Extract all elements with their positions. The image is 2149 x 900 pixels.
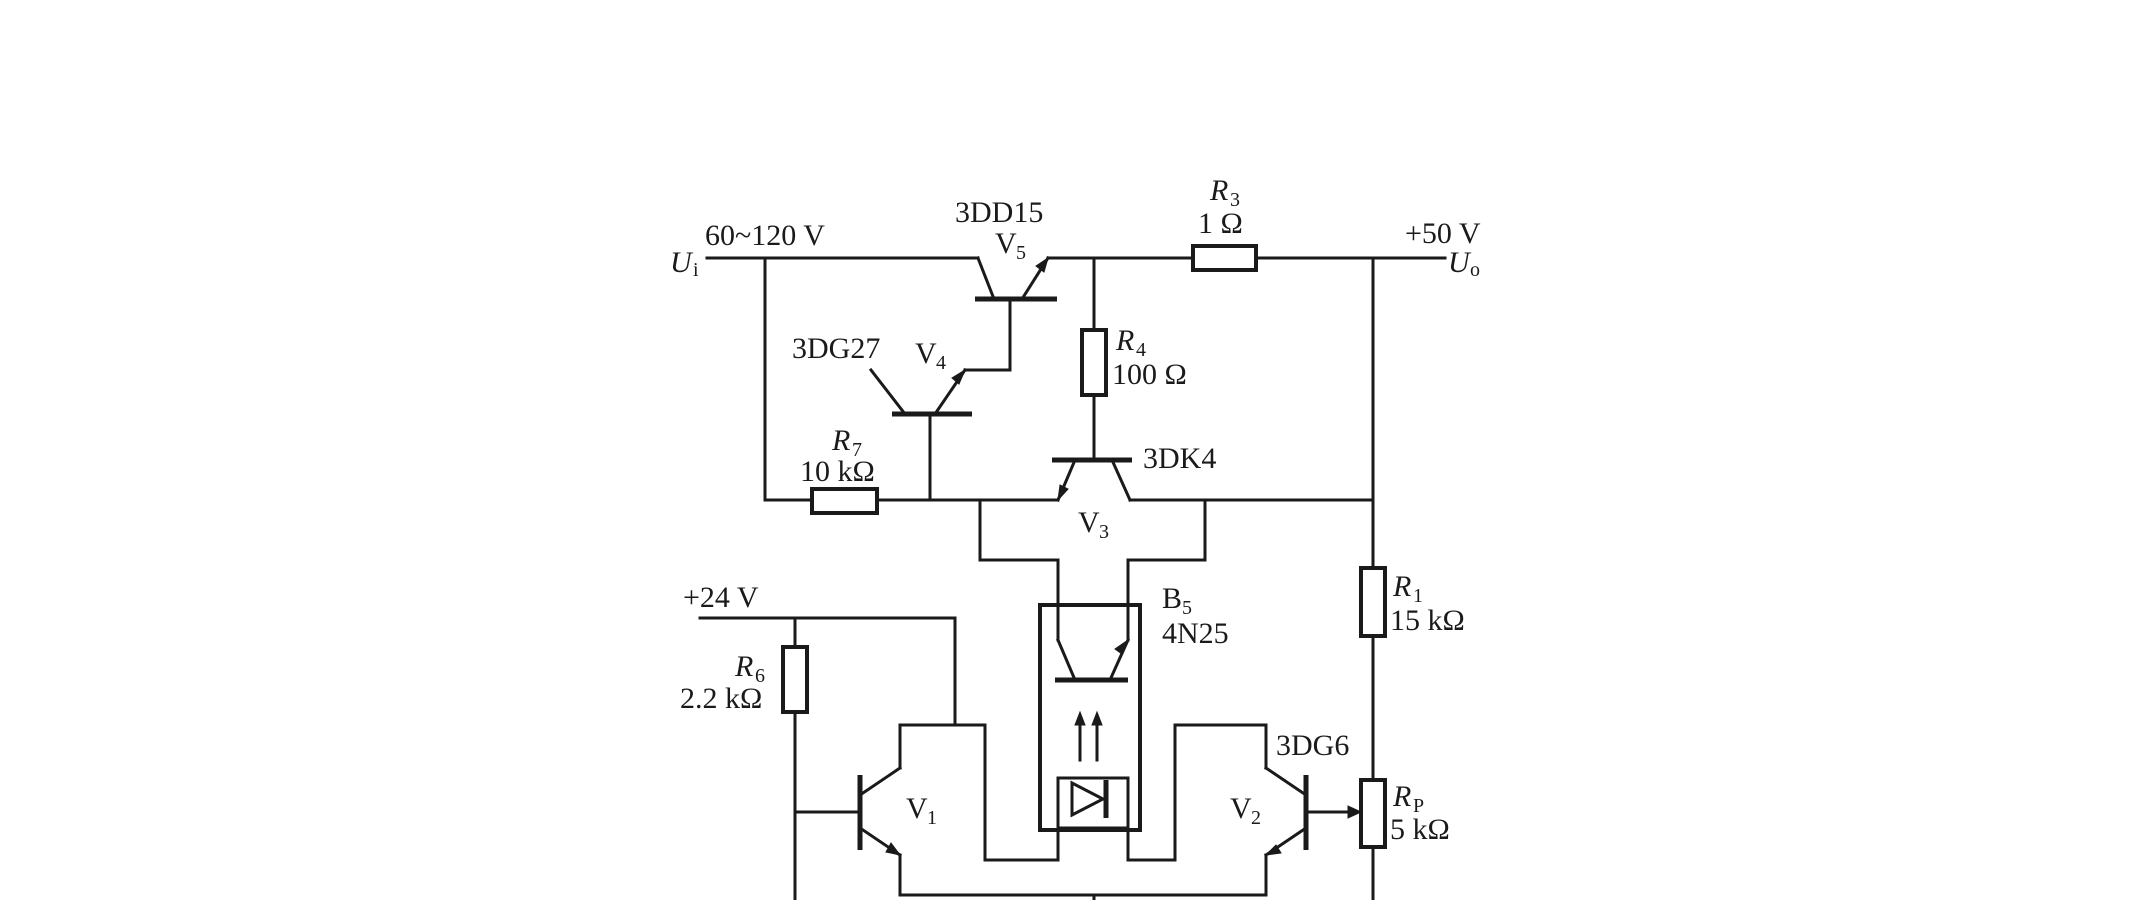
v4-name: V — [915, 337, 937, 370]
v2-part-label: 3DG6 — [1276, 729, 1349, 762]
r7-name: R — [831, 424, 850, 457]
r1-value: 15 kΩ — [1390, 604, 1465, 637]
transistor-v5 — [975, 255, 1057, 372]
output-voltage-label: +50 V — [1405, 217, 1481, 250]
r3-value: 1 Ω — [1198, 207, 1243, 240]
supply-24v-label: +24 V — [683, 581, 759, 614]
r4-name: R — [1115, 324, 1134, 357]
input-symbol-sub: i — [693, 259, 699, 281]
v3-name: V — [1078, 506, 1100, 539]
r4-sub: 4 — [1136, 339, 1146, 361]
b5-sub: 5 — [1182, 597, 1192, 619]
transistor-v1 — [793, 723, 1060, 897]
rp-sub: P — [1413, 795, 1424, 817]
v5-sub: 5 — [1016, 242, 1026, 264]
resistor-r1 — [1359, 566, 1387, 638]
r6-sub: 6 — [755, 665, 765, 687]
v5-part-label: 3DD15 — [955, 196, 1043, 229]
v2-sub: 2 — [1251, 807, 1261, 829]
optocoupler-b5 — [1038, 603, 1142, 862]
transistor-v4 — [868, 367, 1012, 502]
output-symbol-sub: o — [1470, 259, 1480, 281]
v3-part-label: 3DK4 — [1143, 442, 1216, 475]
v4-part-label: 3DG27 — [792, 332, 880, 365]
output-symbol: U — [1448, 246, 1472, 279]
v3-sub: 3 — [1099, 521, 1109, 543]
rp-value: 5 kΩ — [1390, 813, 1450, 846]
emitter-common — [898, 893, 1268, 900]
opto-output-wires — [978, 498, 1207, 642]
potentiometer-rp — [1359, 778, 1387, 849]
r6-name: R — [734, 650, 753, 683]
input-voltage-label: 60~120 V — [705, 219, 825, 252]
r4-value: 100 Ω — [1112, 358, 1187, 391]
v2-name: V — [1230, 792, 1252, 825]
resistor-r3 — [1191, 244, 1258, 272]
input-symbol: U — [670, 246, 694, 279]
transistor-v2 — [1126, 723, 1363, 897]
r7-value: 10 kΩ — [800, 455, 875, 488]
r3-name: R — [1209, 174, 1228, 207]
b5-part-label: 4N25 — [1162, 617, 1229, 650]
transistor-v3 — [1052, 457, 1375, 502]
resistor-r6 — [781, 645, 809, 714]
resistor-r4 — [1080, 328, 1108, 397]
v4-sub: 4 — [936, 352, 946, 374]
r6-value: 2.2 kΩ — [680, 682, 762, 715]
resistor-r7 — [810, 487, 879, 515]
v5-name: V — [995, 227, 1017, 260]
output-rail — [1046, 256, 1447, 900]
rp-name: R — [1392, 780, 1411, 813]
v1-sub: 1 — [927, 807, 937, 829]
r7-sub: 7 — [852, 439, 862, 461]
b5-name: B — [1162, 582, 1182, 615]
r3-sub: 3 — [1230, 189, 1240, 211]
input-rail — [705, 256, 980, 502]
r1-sub: 1 — [1413, 585, 1423, 607]
r1-name: R — [1392, 570, 1411, 603]
v1-name: V — [906, 792, 928, 825]
supply-24v-rail — [698, 616, 957, 900]
